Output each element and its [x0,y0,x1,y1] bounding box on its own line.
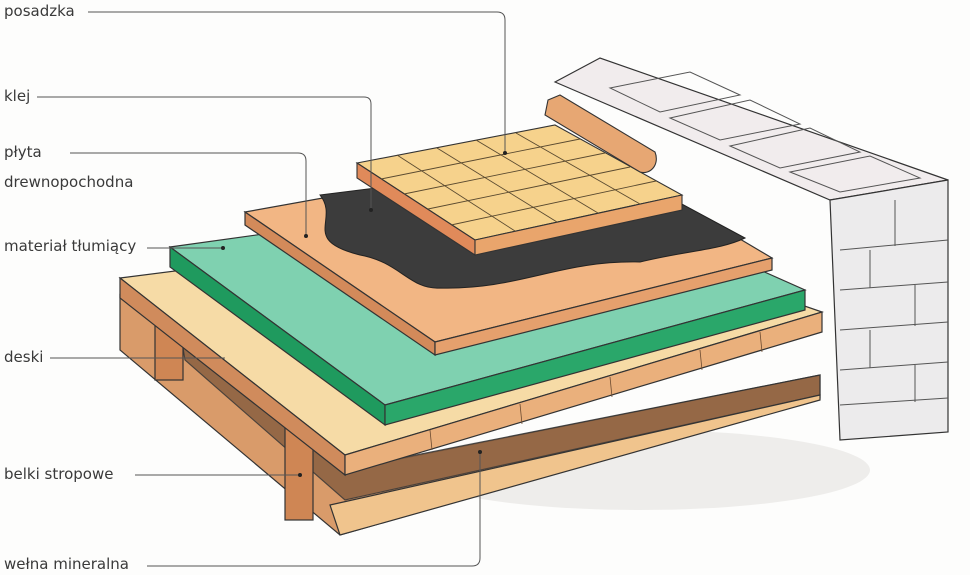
brick-wall [553,57,949,441]
label-deski: deski [4,348,47,367]
skirting-board [544,94,657,174]
leader-lines [37,11,506,567]
label-belki-stropowe: belki stropowe [4,465,117,484]
label-posadzka: posadzka [4,2,78,21]
label-plyta-line2: drewnopochodna [4,173,137,192]
tile-layer [355,124,684,257]
leader-dots [221,151,507,477]
label-klej: klej [4,87,34,106]
label-material-tlumiacy: materiał tłumiący [4,237,140,256]
label-plyta-line1: płyta [4,143,45,162]
label-welna-mineralna: wełna mineralna [4,555,132,574]
